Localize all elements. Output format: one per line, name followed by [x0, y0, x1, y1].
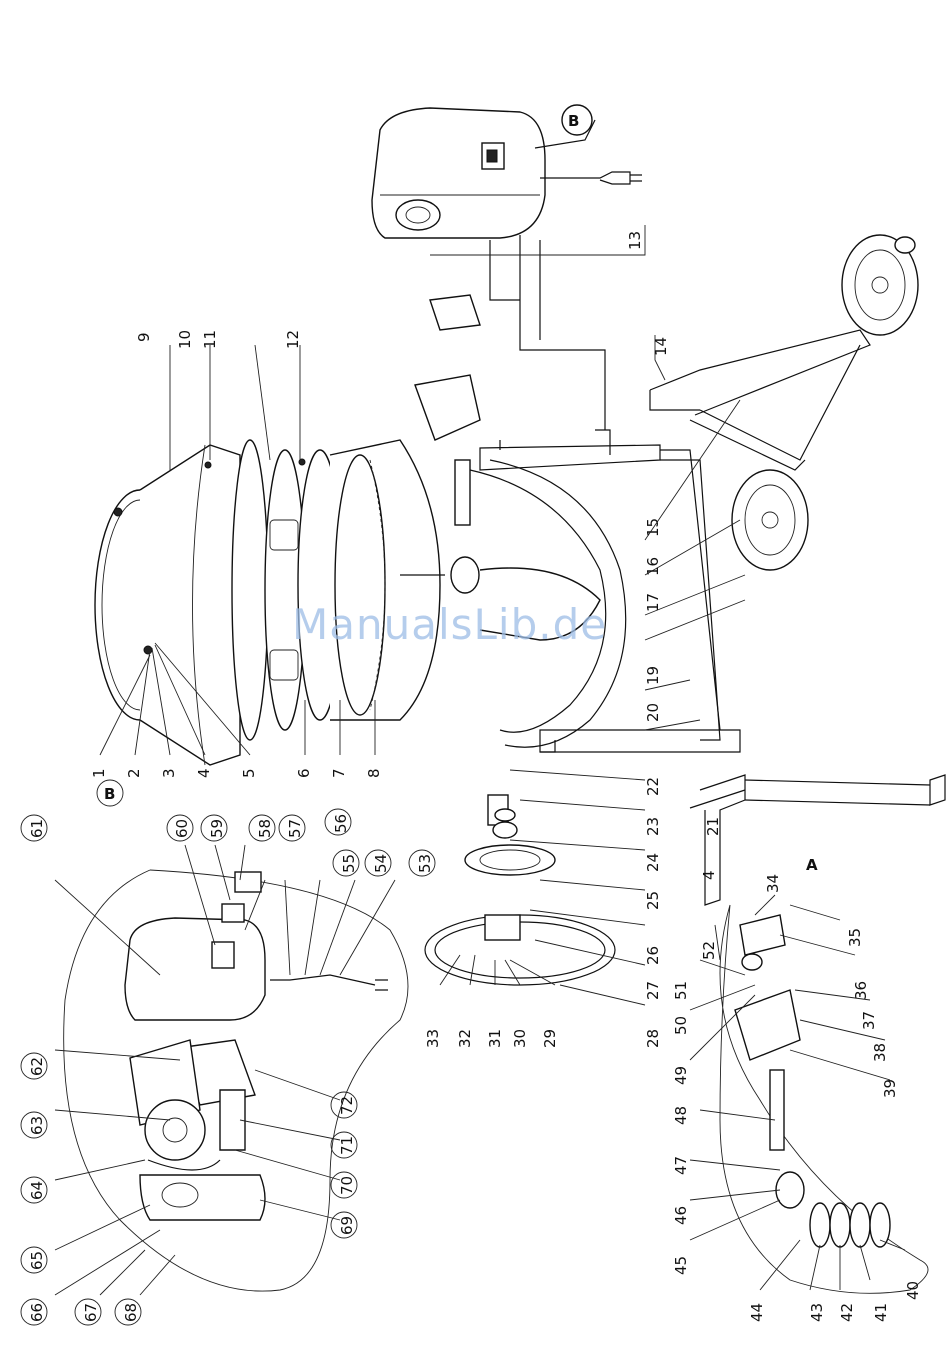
label-part-69: 69	[338, 1216, 356, 1235]
label-part-22: 22	[644, 777, 662, 796]
label-part-33: 33	[424, 1029, 442, 1048]
label-part-63: 63	[28, 1116, 46, 1135]
label-part-71: 71	[338, 1136, 356, 1155]
label-part-58: 58	[256, 819, 274, 838]
label-part-49: 49	[672, 1066, 690, 1085]
label-part-47: 47	[672, 1156, 690, 1175]
section-marker-b-top: B	[568, 112, 579, 130]
label-part-16: 16	[644, 557, 662, 576]
label-part-38: 38	[871, 1043, 889, 1062]
label-part-30: 30	[511, 1029, 529, 1048]
label-part-29: 29	[541, 1029, 559, 1048]
section-marker-b-left: B	[104, 785, 115, 803]
label-part-70: 70	[338, 1176, 356, 1195]
label-part-5: 5	[240, 768, 258, 778]
label-part-66: 66	[28, 1303, 46, 1322]
label-part-11: 11	[201, 330, 219, 349]
label-part-31: 31	[486, 1029, 504, 1048]
label-part-37: 37	[860, 1011, 878, 1030]
label-part-20: 20	[644, 703, 662, 722]
label-part-28: 28	[644, 1029, 662, 1048]
label-part-12: 12	[284, 330, 302, 349]
label-part-56: 56	[332, 814, 350, 833]
label-part-39: 39	[881, 1079, 899, 1098]
label-part-42: 42	[838, 1303, 856, 1322]
label-part-32: 32	[456, 1029, 474, 1048]
label-part-43: 43	[808, 1303, 826, 1322]
label-part-3: 3	[160, 768, 178, 778]
label-part-53: 53	[416, 854, 434, 873]
label-part-68: 68	[122, 1303, 140, 1322]
label-part-44: 44	[748, 1303, 766, 1322]
label-part-35: 35	[846, 928, 864, 947]
label-part-25: 25	[644, 891, 662, 910]
handwheel-assembly	[425, 795, 615, 985]
label-part-6: 6	[295, 768, 313, 778]
label-part-36: 36	[852, 981, 870, 1000]
label-part-17: 17	[644, 593, 662, 612]
label-part-2: 2	[125, 768, 143, 778]
label-part-54: 54	[372, 854, 390, 873]
label-part-4b: 4	[700, 870, 718, 880]
label-part-8: 8	[365, 768, 383, 778]
label-part-24: 24	[644, 853, 662, 872]
label-part-23: 23	[644, 817, 662, 836]
label-part-1: 1	[90, 768, 108, 778]
label-part-62: 62	[28, 1057, 46, 1076]
label-part-60: 60	[173, 819, 191, 838]
label-part-27: 27	[644, 981, 662, 1000]
label-part-40: 40	[904, 1281, 922, 1300]
label-part-15: 15	[644, 518, 662, 537]
manualslib-watermark: ManualsLib.de	[292, 600, 607, 649]
label-part-59: 59	[208, 819, 226, 838]
label-part-10: 10	[176, 330, 194, 349]
detail-a-group	[720, 905, 928, 1293]
label-part-65: 65	[28, 1251, 46, 1270]
section-marker-a: A	[806, 856, 818, 874]
label-part-55: 55	[340, 854, 358, 873]
label-part-64: 64	[28, 1181, 46, 1200]
label-part-26: 26	[644, 946, 662, 965]
label-part-4: 4	[195, 768, 213, 778]
label-part-45: 45	[672, 1256, 690, 1275]
label-part-46: 46	[672, 1206, 690, 1225]
label-part-51: 51	[672, 981, 690, 1000]
label-part-13: 13	[626, 231, 644, 250]
label-part-21: 21	[704, 817, 722, 836]
label-part-72: 72	[338, 1096, 356, 1115]
label-part-48: 48	[672, 1106, 690, 1125]
label-part-52: 52	[700, 941, 718, 960]
legs-and-wheels	[650, 235, 945, 905]
label-part-67: 67	[82, 1303, 100, 1322]
label-part-14: 14	[652, 337, 670, 356]
label-part-50: 50	[672, 1016, 690, 1035]
label-part-19: 19	[644, 666, 662, 685]
frame-assembly	[415, 235, 740, 752]
label-part-34: 34	[764, 874, 782, 893]
motor-housing-b-assembly	[372, 105, 642, 238]
label-part-9: 9	[135, 332, 153, 342]
label-part-7: 7	[330, 768, 348, 778]
label-part-61: 61	[28, 819, 46, 838]
label-part-41: 41	[872, 1303, 890, 1322]
label-part-57: 57	[286, 819, 304, 838]
